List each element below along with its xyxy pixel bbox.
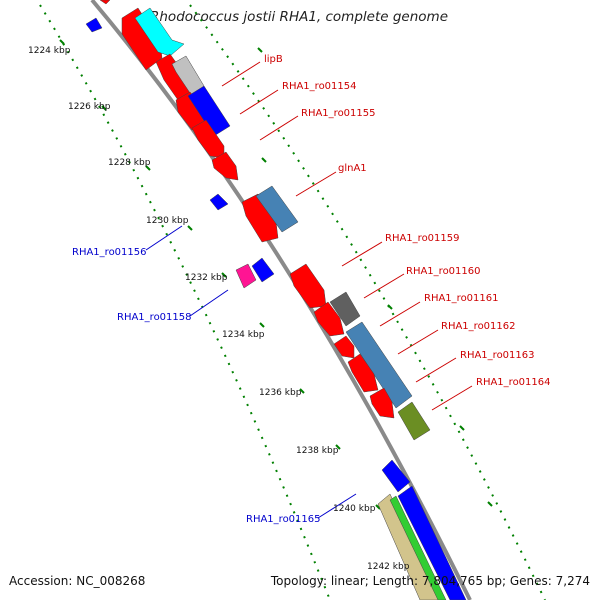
gene-label: RHA1_ro01154 [282, 81, 357, 92]
ruler-line-inner [189, 4, 546, 600]
ruler-tick [261, 157, 267, 163]
gene-arrow [397, 401, 431, 441]
ruler-tick [387, 304, 393, 310]
gene-label: RHA1_ro01160 [406, 266, 481, 277]
gene-arrow [241, 193, 279, 243]
gene-label: RHA1_ro01162 [441, 321, 516, 332]
tick-label: 1236 kbp [259, 388, 302, 398]
forward-gene-labels: lipB RHA1_ro01154 RHA1_ro01155 glnA1 RHA… [264, 54, 551, 388]
tick-label: 1232 kbp [185, 273, 228, 283]
callout-lines [145, 61, 473, 519]
callout-line [379, 301, 421, 327]
gene-label: RHA1_ro01158 [117, 312, 192, 323]
forward-genes [99, 0, 431, 441]
callout-line [259, 115, 299, 141]
ruler-tick [187, 225, 193, 231]
callout-line [221, 61, 261, 87]
tick-label: 1238 kbp [296, 446, 339, 456]
tick-label: 1228 kbp [108, 158, 151, 168]
gene-arrow [211, 151, 239, 181]
reverse-gene-labels: RHA1_ro01156 RHA1_ro01158 RHA1_ro01165 [72, 247, 321, 525]
gene-arrow [347, 353, 379, 393]
gene-label: RHA1_ro01164 [476, 377, 551, 388]
ruler-tick [145, 165, 151, 171]
gene-label: RHA1_ro01156 [72, 247, 147, 258]
gene-arrow [251, 257, 275, 283]
ruler-tick [101, 105, 107, 111]
ruler-tick [375, 504, 381, 510]
ruler-tick [259, 322, 265, 328]
ruler-tick [221, 272, 227, 278]
gene-arrow [134, 7, 185, 57]
gene-arrow [369, 387, 395, 419]
callout-line [415, 357, 457, 383]
ruler-tick [487, 501, 493, 507]
gene-arrow [209, 193, 229, 211]
ruler-tick [459, 425, 465, 431]
callout-line [363, 273, 405, 299]
gene-label: RHA1_ro01161 [424, 293, 499, 304]
gene-arrow [235, 263, 257, 289]
accession-text: Accession: NC_008268 [9, 574, 146, 588]
tick-labels: 1224 kbp 1226 kbp 1228 kbp 1230 kbp 1232… [28, 46, 410, 572]
gene-label: lipB [264, 54, 283, 65]
tick-label: 1242 kbp [367, 562, 410, 572]
callout-line [431, 385, 473, 411]
callout-line [341, 241, 383, 267]
callout-line [295, 171, 337, 197]
tick-label: 1230 kbp [146, 216, 189, 226]
callout-line [397, 329, 439, 355]
tick-label: 1234 kbp [222, 330, 265, 340]
reverse-genes [85, 17, 467, 600]
gene-arrow [85, 17, 103, 33]
gene-arrow [389, 495, 447, 600]
ruler-tick [335, 444, 341, 450]
gene-arrow [345, 321, 413, 409]
gene-arrow [289, 263, 327, 309]
ruler-line-outer [39, 4, 331, 600]
gene-arrow [397, 485, 467, 600]
ruler-tick [59, 39, 65, 45]
gene-arrow [313, 301, 345, 337]
callout-line [317, 493, 357, 519]
topology-text: Topology: linear; Length: 7,804,765 bp; … [270, 574, 590, 588]
gene-label: RHA1_ro01155 [301, 108, 376, 119]
gene-arrow [329, 291, 361, 327]
gene-arrow [99, 0, 111, 5]
callout-line [239, 89, 279, 115]
gene-label: RHA1_ro01165 [246, 514, 321, 525]
genome-backbone [90, 0, 472, 600]
gene-arrow [333, 335, 355, 359]
tick-label: 1240 kbp [333, 504, 376, 514]
tick-label: 1224 kbp [28, 46, 71, 56]
genome-title: Rhodococcus jostii RHA1, complete genome [150, 9, 448, 25]
gene-arrow [255, 185, 299, 233]
gene-label: RHA1_ro01163 [460, 350, 535, 361]
gene-label: RHA1_ro01159 [385, 233, 460, 244]
callout-line [189, 289, 229, 317]
gene-label: glnA1 [338, 163, 367, 174]
gene-arrow [121, 7, 163, 71]
gene-arrow [377, 493, 441, 600]
tick-label: 1226 kbp [68, 102, 111, 112]
gene-arrow [381, 459, 411, 493]
ruler-tick [257, 47, 263, 53]
callout-line [145, 225, 183, 251]
ruler-tick [299, 388, 305, 394]
